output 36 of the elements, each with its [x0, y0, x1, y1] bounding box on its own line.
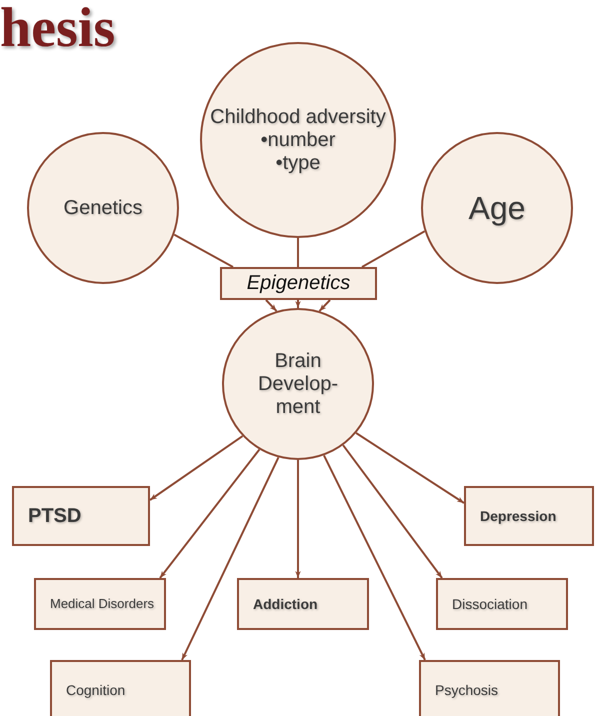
- node-label: Dissociation: [452, 596, 528, 612]
- arrow: [295, 460, 301, 578]
- arrow: [342, 444, 443, 579]
- node-label: Epigenetics: [246, 272, 350, 295]
- arrow: [181, 457, 280, 660]
- node-label: Brain Develop- ment: [256, 350, 340, 418]
- arrow: [318, 299, 331, 312]
- slide-title: hesis: [0, 0, 116, 60]
- arrow: [149, 435, 244, 501]
- arrow: [323, 454, 426, 660]
- node-label: •type: [276, 152, 320, 174]
- node-label: Childhood adversity: [210, 106, 386, 128]
- node-label: Addiction: [253, 596, 318, 612]
- connector-line: [174, 234, 234, 268]
- arrow: [295, 300, 301, 308]
- outcome-box: [12, 486, 150, 546]
- node-label: Genetics: [64, 196, 142, 220]
- outcome-box: [419, 660, 560, 716]
- node-label: Psychosis: [435, 682, 498, 698]
- node-label: Depression: [480, 508, 556, 524]
- arrow: [159, 448, 260, 579]
- node-label: Medical Disorders: [50, 596, 154, 612]
- outcome-box: [436, 578, 568, 630]
- arrow: [356, 432, 465, 504]
- outcome-box: [237, 578, 369, 630]
- node-label: •number: [260, 128, 336, 152]
- connector-line: [362, 230, 426, 268]
- outcome-box: [50, 660, 191, 716]
- node-label: PTSD: [28, 504, 82, 528]
- outcome-box: [34, 578, 166, 630]
- label-box: [220, 267, 377, 300]
- node-label: Cognition: [66, 682, 126, 698]
- arrow: [265, 299, 278, 312]
- outcome-box: [464, 486, 594, 546]
- node-label: Age: [468, 190, 526, 226]
- connector-line: [297, 238, 299, 267]
